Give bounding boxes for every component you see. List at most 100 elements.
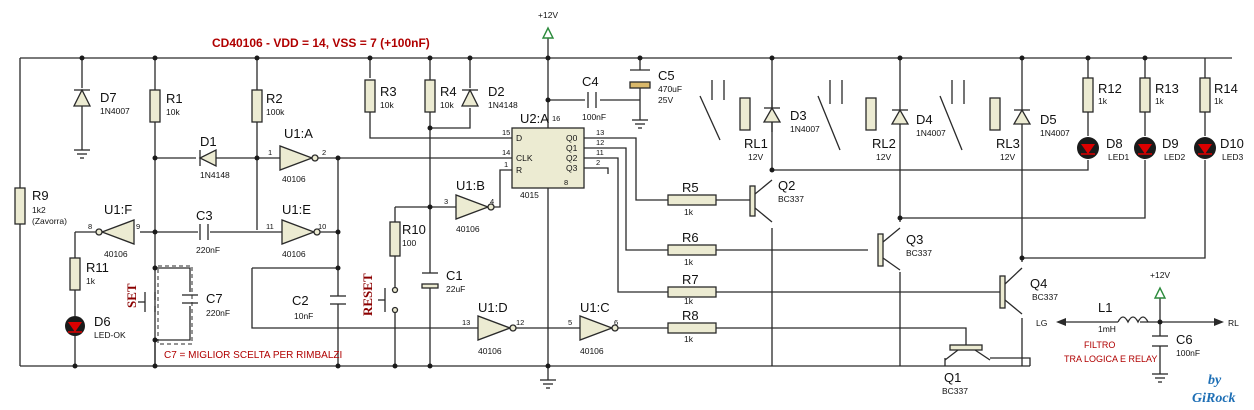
svg-text:1mH: 1mH — [1098, 324, 1116, 334]
svg-text:1k: 1k — [684, 257, 694, 267]
svg-text:Q1: Q1 — [566, 143, 578, 153]
svg-text:Q3: Q3 — [566, 163, 578, 173]
ground-symbols — [74, 119, 1168, 389]
svg-text:4015: 4015 — [520, 190, 539, 200]
svg-text:470uF: 470uF — [658, 84, 682, 94]
svg-text:+12V: +12V — [538, 10, 558, 20]
svg-text:D2: D2 — [488, 84, 505, 99]
svg-text:Q2: Q2 — [778, 178, 795, 193]
svg-text:13: 13 — [462, 318, 470, 327]
svg-text:R9: R9 — [32, 188, 49, 203]
svg-text:R8: R8 — [682, 308, 699, 323]
svg-text:D4: D4 — [916, 112, 933, 127]
svg-text:U1:D: U1:D — [478, 300, 508, 315]
svg-text:D5: D5 — [1040, 112, 1057, 127]
lg-terminal-label: LG — [1036, 318, 1047, 328]
svg-text:R3: R3 — [380, 84, 397, 99]
svg-text:U1:C: U1:C — [580, 300, 610, 315]
svg-text:11: 11 — [266, 222, 274, 231]
svg-text:Q3: Q3 — [906, 232, 923, 247]
svg-text:220nF: 220nF — [196, 245, 220, 255]
svg-text:LED-OK: LED-OK — [94, 330, 126, 340]
svg-text:CLK: CLK — [516, 153, 533, 163]
svg-text:1k: 1k — [684, 334, 694, 344]
svg-text:12V: 12V — [748, 152, 763, 162]
svg-text:R1: R1 — [166, 91, 183, 106]
svg-text:1: 1 — [268, 148, 272, 157]
filter-label-1: FILTRO — [1084, 340, 1115, 350]
svg-text:RL1: RL1 — [744, 136, 768, 151]
power-symbol-main: +12V — [538, 10, 558, 39]
svg-text:22uF: 22uF — [446, 284, 465, 294]
svg-text:1N4007: 1N4007 — [790, 124, 820, 134]
svg-text:C1: C1 — [446, 268, 463, 283]
svg-text:R5: R5 — [682, 180, 699, 195]
svg-text:R10: R10 — [402, 222, 426, 237]
svg-text:C7: C7 — [206, 291, 223, 306]
ic-u2a: U2:A 4015 16 8 D CLK R 15 14 1 Q0 Q1 Q2 … — [502, 111, 604, 200]
svg-text:1N4007: 1N4007 — [100, 106, 130, 116]
svg-text:LED2: LED2 — [1164, 152, 1186, 162]
svg-text:R2: R2 — [266, 91, 283, 106]
svg-text:4: 4 — [490, 197, 494, 206]
resistor-r7: R71k — [667, 272, 717, 298]
svg-text:1k: 1k — [684, 207, 694, 217]
svg-text:R14: R14 — [1214, 81, 1238, 96]
svg-text:C6: C6 — [1176, 332, 1193, 347]
svg-text:D6: D6 — [94, 314, 111, 329]
svg-text:40106: 40106 — [104, 249, 128, 259]
svg-text:R4: R4 — [440, 84, 457, 99]
svg-text:25V: 25V — [658, 95, 673, 105]
svg-text:100k: 100k — [266, 107, 285, 117]
svg-text:16: 16 — [552, 114, 560, 123]
svg-text:9: 9 — [136, 222, 140, 231]
svg-text:13: 13 — [596, 128, 604, 137]
svg-text:Q0: Q0 — [566, 133, 578, 143]
svg-text:Q1: Q1 — [944, 370, 961, 385]
svg-text:8: 8 — [88, 222, 92, 231]
resistor-r5: R5 1k — [667, 180, 717, 217]
svg-text:3: 3 — [444, 197, 448, 206]
set-button: SET — [124, 283, 156, 312]
svg-text:BC337: BC337 — [778, 194, 804, 204]
svg-text:40106: 40106 — [580, 346, 604, 356]
svg-text:1k2: 1k2 — [32, 205, 46, 215]
schematic-title: CD40106 - VDD = 14, VSS = 7 (+100nF) — [212, 36, 430, 50]
svg-text:2: 2 — [322, 148, 326, 157]
svg-text:R12: R12 — [1098, 81, 1122, 96]
svg-text:SET: SET — [124, 283, 139, 308]
svg-text:D3: D3 — [790, 108, 807, 123]
svg-text:8: 8 — [564, 178, 568, 187]
r7-value: 1k — [684, 296, 694, 306]
svg-text:BC337: BC337 — [942, 386, 968, 396]
svg-text:11: 11 — [596, 148, 604, 157]
svg-text:D8: D8 — [1106, 136, 1123, 151]
svg-text:+12V: +12V — [1150, 270, 1170, 280]
svg-text:C2: C2 — [292, 293, 309, 308]
c7-note: C7 = MIGLIOR SCELTA PER RIMBALZI — [164, 350, 342, 361]
svg-text:LED3: LED3 — [1222, 152, 1244, 162]
power-symbol-filter: +12V — [1150, 270, 1170, 299]
